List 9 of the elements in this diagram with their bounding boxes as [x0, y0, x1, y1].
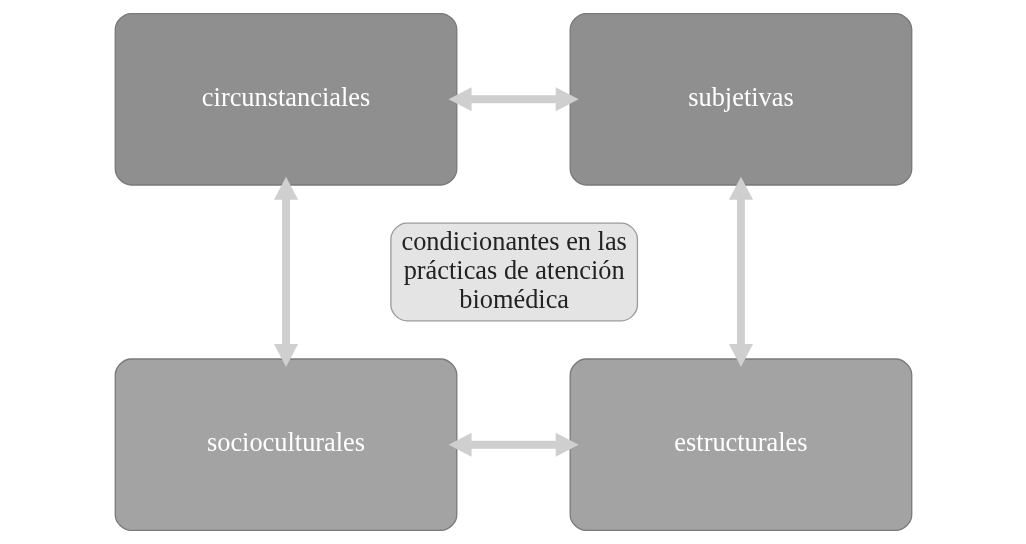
node-box: estructurales [569, 358, 912, 532]
arrow [448, 432, 579, 457]
arrow [273, 176, 298, 367]
node-box: circunstanciales [114, 12, 457, 186]
node-box: subjetivas [569, 12, 912, 186]
arrow [728, 176, 753, 367]
node-box: condicionantes en las prácticas de atención biomédica [389, 222, 638, 322]
node-box: socioculturales [114, 358, 457, 532]
arrow [448, 87, 579, 112]
